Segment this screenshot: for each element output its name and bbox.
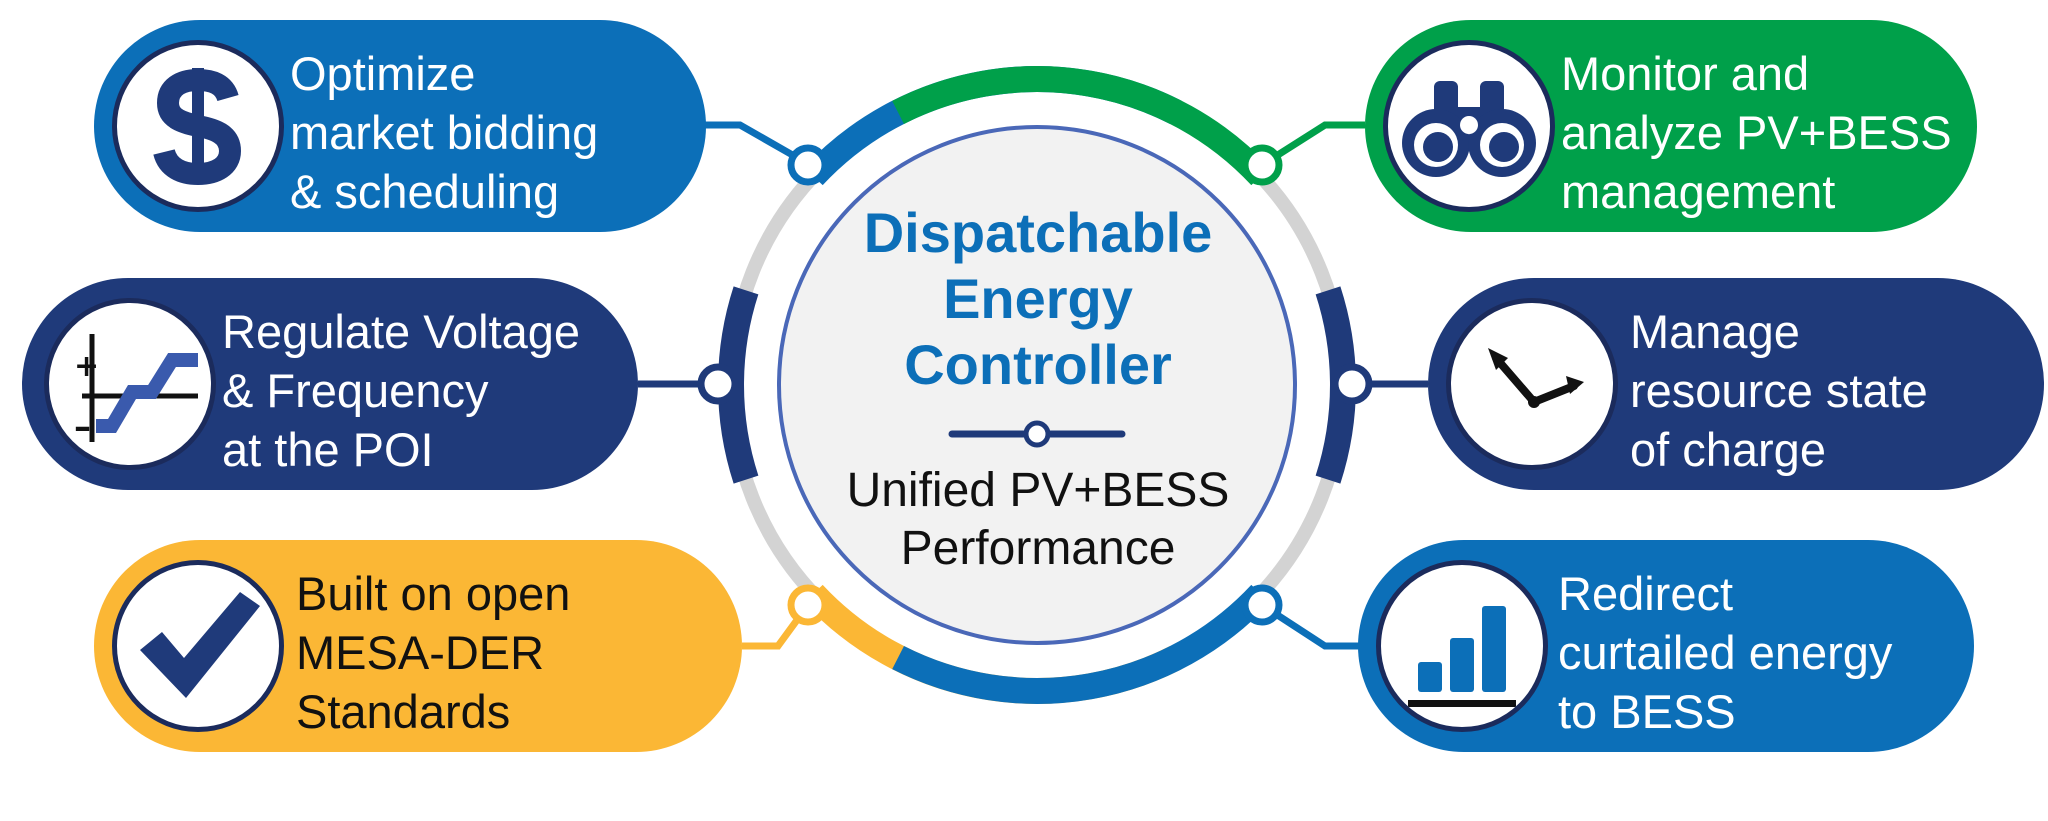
bar-chart-icon [1376, 560, 1548, 732]
feature-label: Optimize market bidding & scheduling [290, 44, 598, 221]
label-line: curtailed energy [1558, 626, 1893, 679]
label-line: analyze PV+BESS [1561, 106, 1952, 159]
label-line: at the POI [222, 423, 434, 476]
center-disc [767, 115, 1307, 655]
label-line: Monitor and [1561, 47, 1810, 100]
feature-label: Built on open MESA-DER Standards [296, 564, 570, 741]
node-voltage-frequency [697, 363, 739, 405]
node-state-of-charge [1331, 363, 1373, 405]
center-title-line-1: Dispatchable [863, 201, 1213, 264]
label-line: Regulate Voltage [222, 305, 581, 358]
feature-voltage-frequency: + – Regulate Voltage & Frequency at the … [22, 278, 638, 490]
feature-label: Regulate Voltage & Frequency at the POI [222, 302, 580, 479]
label-line: resource state [1630, 364, 1928, 417]
label-line: & Frequency [222, 364, 489, 417]
node-curtailed-energy [1241, 584, 1283, 626]
feature-monitor-analyze: Monitor and analyze PV+BESS management [1365, 20, 1977, 232]
label-line: management [1561, 165, 1836, 218]
clock-icon [1446, 298, 1618, 470]
arc-monitor-analyze [892, 66, 1271, 186]
feature-state-of-charge: Manage resource state of charge [1428, 278, 2044, 490]
node-market-bidding [787, 144, 829, 186]
feature-mesa-der: Built on open MESA-DER Standards [94, 540, 742, 752]
center-subtitle-line-2: Performance [900, 522, 1176, 575]
feature-curtailed-energy: Redirect curtailed energy to BESS [1358, 540, 1974, 752]
center-subtitle-line-1: Unified PV+BESS [846, 464, 1230, 517]
label-line: Redirect [1558, 567, 1734, 620]
center-separator-node [1023, 420, 1051, 448]
voltage-curve-icon: + – [44, 298, 216, 470]
label-line: Optimize [290, 47, 476, 100]
label-line: & scheduling [290, 165, 560, 218]
center-title-line-3: Controller [904, 333, 1172, 396]
label-line: to BESS [1558, 685, 1736, 738]
arc-curtailed-energy [892, 584, 1271, 704]
connector-curtailed-energy [1260, 602, 1365, 650]
label-line: MESA-DER [296, 626, 545, 679]
feature-label: Redirect curtailed energy to BESS [1558, 564, 1892, 741]
feature-label: Monitor and analyze PV+BESS management [1561, 44, 1952, 221]
feature-market-bidding: Optimize market bidding & scheduling [94, 20, 706, 232]
svg-text:–: – [74, 407, 91, 447]
label-line: market bidding [290, 106, 599, 159]
label-line: Built on open [296, 567, 571, 620]
label-line: Standards [296, 685, 511, 738]
label-line: of charge [1630, 423, 1826, 476]
node-monitor-analyze [1241, 144, 1283, 186]
center-title: Dispatchable Energy Controller [838, 200, 1238, 398]
checkmark-icon [112, 560, 284, 732]
center-subtitle: Unified PV+BESS Performance [818, 462, 1258, 578]
binoculars-icon [1383, 40, 1555, 212]
center-title-line-2: Energy [943, 267, 1133, 330]
dollar-sign-icon [112, 40, 284, 212]
feature-label: Manage resource state of charge [1630, 302, 1928, 479]
node-mesa-der [787, 584, 829, 626]
center-disc-border [777, 125, 1297, 645]
connector-monitor-analyze [1260, 121, 1365, 168]
svg-text:+: + [74, 349, 99, 384]
label-line: Manage [1630, 305, 1800, 358]
connector-market-bidding [705, 121, 812, 169]
